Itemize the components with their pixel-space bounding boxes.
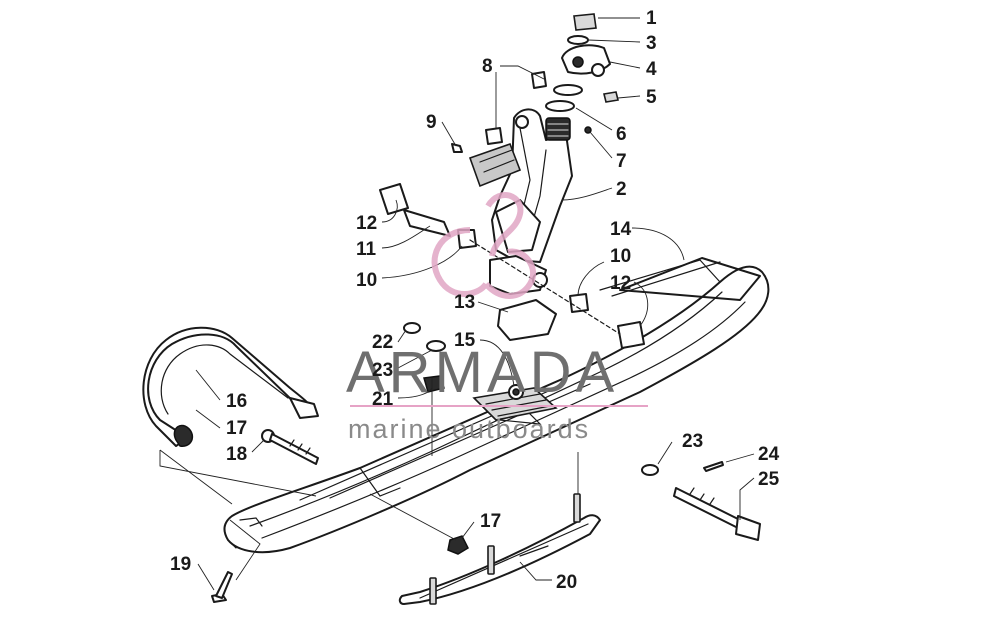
cotter-pin (703, 461, 724, 472)
callout-12-right: 12 (610, 273, 631, 294)
callout-18: 18 (226, 444, 247, 465)
lock-nut-21 (423, 375, 445, 393)
callout-22: 22 (372, 332, 393, 353)
callout-21: 21 (372, 389, 394, 410)
washer-lower (545, 100, 575, 112)
callout-24: 24 (758, 444, 780, 465)
clamp-bolt (603, 91, 619, 103)
callout-10-left: 10 (356, 270, 377, 291)
callout-12-left: 12 (356, 213, 377, 234)
callout-23-left: 23 (372, 360, 393, 381)
ski-runner-wear-bar (398, 493, 601, 605)
mount-bracket (451, 142, 522, 188)
callout-23-right: 23 (682, 431, 703, 452)
cap-plug (573, 13, 597, 31)
callout-8: 8 (482, 56, 493, 77)
carriage-bolt (261, 429, 319, 465)
callout-17-left: 17 (226, 418, 247, 439)
ski-screw (211, 571, 233, 603)
watermark-logo-icon (431, 192, 537, 299)
washer-23-right (641, 464, 659, 476)
callout-11: 11 (356, 239, 377, 260)
washer-22 (403, 322, 421, 334)
spindle-top-hardware (545, 13, 619, 134)
grease-fitting (584, 126, 592, 134)
callout-1: 1 (646, 8, 657, 29)
callout-20: 20 (556, 572, 577, 593)
callout-labels: 1 3 4 5 6 7 8 9 2 14 12 11 10 10 12 13 2… (170, 8, 780, 593)
ski-saddle-hardware (403, 322, 558, 421)
washer-upper (553, 84, 583, 96)
runner-stud-left (429, 577, 437, 605)
callout-3: 3 (646, 33, 657, 54)
callout-10-right: 10 (610, 246, 631, 267)
bushings-upper (485, 71, 547, 145)
callout-17-lower: 17 (480, 511, 501, 532)
callout-15: 15 (454, 330, 476, 351)
callout-25: 25 (758, 469, 780, 490)
callout-5: 5 (646, 87, 657, 108)
callout-7: 7 (616, 151, 627, 172)
callout-9: 9 (426, 112, 437, 133)
leader-lines (159, 17, 755, 591)
callout-4: 4 (646, 59, 657, 80)
ski-loop-handle (142, 326, 319, 447)
watermark-tagline: marine outboards (348, 414, 590, 444)
washer-23 (426, 340, 446, 352)
callout-16: 16 (226, 391, 247, 412)
watermark: ARMADA marine outboards (346, 192, 648, 444)
watermark-brand: ARMADA (346, 340, 618, 405)
callout-6: 6 (616, 124, 627, 145)
callout-13: 13 (454, 292, 475, 313)
pivot-bolt-assembly (641, 461, 761, 541)
runner-stud-right (573, 493, 581, 523)
pivot-shaft (379, 183, 645, 349)
callout-14: 14 (610, 219, 632, 240)
nut-lower (447, 535, 469, 555)
o-ring (567, 35, 589, 45)
spindle-thread (545, 117, 571, 141)
callout-2: 2 (616, 179, 627, 200)
runner-stud-middle (487, 545, 495, 575)
ski-damper-block (497, 299, 557, 341)
callout-19: 19 (170, 554, 191, 575)
